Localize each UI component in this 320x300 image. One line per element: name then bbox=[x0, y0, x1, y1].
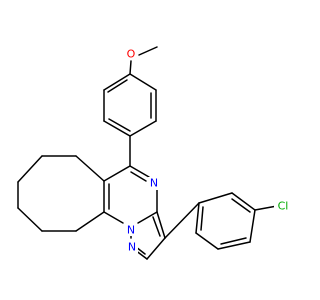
bond-pyrazole-1-inner bbox=[152, 216, 161, 237]
n-pyrimidine-label: N bbox=[150, 177, 158, 190]
n-pyrazole-label: N bbox=[128, 241, 136, 254]
chlorine-label-bg bbox=[274, 200, 292, 213]
bond-aryl-3 bbox=[103, 120, 131, 137]
bond-aryl-1 bbox=[103, 73, 131, 91]
bond-cyclooctane-3 bbox=[17, 155, 43, 183]
bond-methyl-oxygen bbox=[138, 46, 158, 56]
bond-chloroaryl-6-inner bbox=[200, 206, 204, 231]
bond-aryl-3-inner bbox=[108, 118, 131, 132]
bond-aryl-1-inner bbox=[107, 79, 128, 93]
bond-pyrimidine-1-inner bbox=[130, 171, 147, 182]
bond-oxygen-aryl bbox=[129, 60, 132, 75]
oxygen-label-bg bbox=[125, 48, 137, 60]
bond-pyrimidine-4 bbox=[103, 211, 124, 224]
bond-chloroaryl-3 bbox=[249, 209, 256, 243]
bond-pyrimidine-1 bbox=[129, 165, 150, 178]
chlorine-label: Cl bbox=[278, 200, 289, 213]
molecule-diagram: O N N N Cl bbox=[17, 46, 292, 260]
bond-chloroaryl-5 bbox=[195, 232, 219, 250]
oxygen-label: O bbox=[127, 48, 136, 61]
bond-layer bbox=[17, 46, 278, 260]
n-bridge-label: N bbox=[127, 224, 135, 237]
bond-aryl-4 bbox=[129, 120, 157, 137]
bond-chloroaryl-6 bbox=[195, 202, 200, 234]
bond-pyrazole-to-aryl bbox=[164, 202, 200, 239]
bond-pyrimidine-6 bbox=[103, 165, 131, 182]
bond-chloroaryl-4 bbox=[217, 241, 251, 250]
bond-chloroaryl-1 bbox=[198, 192, 233, 204]
bond-cyclooctane-1 bbox=[75, 155, 105, 182]
bond-aryl-chlorine bbox=[254, 205, 278, 211]
bond-cyclooctane-7 bbox=[75, 211, 105, 232]
bond-chloroaryl-2-inner bbox=[231, 198, 251, 213]
bond-cyclooctane-5 bbox=[17, 207, 43, 232]
bond-pyrazole-2 bbox=[146, 237, 166, 260]
n-bridge-label-bg bbox=[124, 223, 137, 236]
bond-pyrazole-1 bbox=[156, 211, 166, 239]
bond-chloroaryl-2 bbox=[231, 192, 256, 211]
n-pyrazole-label-bg bbox=[126, 241, 138, 254]
bond-aryl-6 bbox=[129, 73, 157, 91]
bond-pyrimidine-3 bbox=[137, 211, 158, 224]
atom-label-layer: O N N N Cl bbox=[124, 48, 292, 254]
n-pyrimidine-label-bg bbox=[148, 177, 160, 190]
bond-chloroaryl-4-inner bbox=[220, 237, 247, 245]
